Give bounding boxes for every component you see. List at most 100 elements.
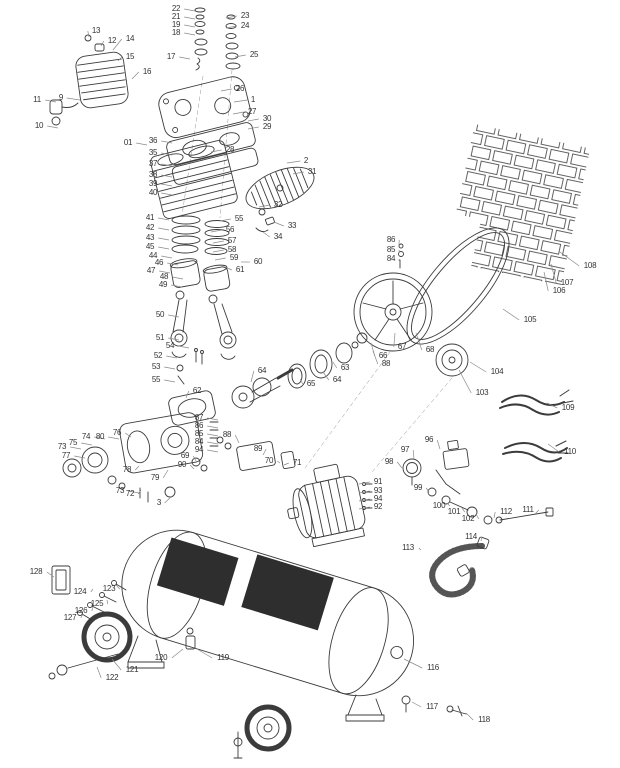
part-callout-57: 57 [227,236,237,245]
part-callout-76: 76 [112,428,122,437]
part-callout-47: 47 [146,266,156,275]
part-callout-43: 43 [145,233,155,242]
part-callout-124: 124 [73,587,87,596]
part-callout-71: 71 [292,458,302,467]
part-callout-105: 105 [523,315,537,324]
part-callout-44: 44 [148,251,158,260]
bearings-seals [287,342,353,389]
part-callout-110: 110 [564,447,576,456]
part-callout-22: 22 [171,4,181,13]
part-callout-70: 70 [264,456,274,465]
wheel-hardware [48,580,127,680]
part-callout-92: 92 [373,502,383,511]
part-callout-34: 34 [273,232,283,241]
part-callout-77: 77 [61,451,71,460]
part-callout-61: 61 [235,265,245,274]
part-callout-32: 32 [273,200,283,209]
part-callout-39: 39 [148,179,158,188]
part-callout-49: 49 [158,280,168,289]
part-callout-88: 88 [222,430,232,439]
part-callout-63: 63 [340,363,350,372]
muffler-fittings [255,208,275,233]
part-callout-21: 21 [171,12,181,21]
part-callout-102: 102 [461,514,475,523]
part-callout-35: 35 [148,148,158,157]
part-callout-78: 78 [122,465,132,474]
part-callout-50: 50 [155,310,165,319]
air-tank [121,529,415,697]
part-callout-41: 41 [145,213,155,222]
part-callout-85: 85 [194,429,204,438]
discharge-hose [429,536,490,598]
part-callout-125: 125 [90,599,104,608]
part-callout-93: 93 [373,486,383,495]
part-callout-11: 11 [33,95,41,104]
part-callout-100: 100 [432,501,446,510]
check-valve-bottom [233,731,243,759]
belt-guard [455,123,591,286]
part-callout-114: 114 [465,532,477,541]
part-callout-58: 58 [227,245,237,254]
part-callout-106: 106 [552,286,566,295]
part-callout-87: 87 [194,413,204,422]
handle-bracket [51,565,71,595]
part-callout-94: 94 [194,445,204,454]
part-callout-94: 94 [373,494,383,503]
part-callout-90: 90 [177,460,187,469]
part-callout-97: 97 [400,445,410,454]
part-callout-122: 122 [105,673,119,682]
part-callout-18: 18 [171,28,181,37]
crankcase [119,412,204,474]
part-callout-103: 103 [475,388,489,397]
part-callout-60: 60 [253,257,263,266]
part-callout-25: 25 [249,50,259,59]
part-callout-86: 86 [194,421,204,430]
part-callout-72: 72 [125,489,135,498]
part-callout-111: 111 [522,505,534,514]
part-callout-126: 126 [74,606,88,615]
motor-pulley [435,343,469,377]
part-callout-30: 30 [262,114,272,123]
part-callout-27: 27 [247,107,257,116]
part-callout-123: 123 [102,584,116,593]
part-callout-38: 38 [148,170,158,179]
part-callout-10: 10 [34,121,44,130]
part-callout-88: 88 [381,359,391,368]
part-callout-117: 117 [426,702,438,711]
part-callout-55: 55 [151,375,161,384]
part-callout-66: 66 [378,351,388,360]
part-callout-112: 112 [500,507,512,516]
part-callout-40: 40 [148,188,158,197]
part-callout-68: 68 [425,345,435,354]
part-callout-59: 59 [229,253,239,262]
rod-hardware [176,364,185,385]
part-callout-74: 74 [81,432,91,441]
part-callout-65: 65 [306,379,316,388]
part-callout-17: 17 [166,52,176,61]
part-callout-80: 80 [95,432,105,441]
part-callout-62: 62 [192,386,202,395]
part-callout-46: 46 [154,258,164,267]
part-callout-33: 33 [287,221,297,230]
front-wheel [81,611,133,663]
part-callout-98: 98 [384,457,394,466]
part-callout-48: 48 [159,272,169,281]
part-callout-19: 19 [171,20,181,29]
flywheel [351,272,433,352]
part-callout-96: 96 [424,435,434,444]
part-callout-31: 31 [307,167,317,176]
part-callout-118: 118 [478,715,490,724]
part-callout-64: 64 [332,375,342,384]
part-callout-101: 101 [447,507,461,516]
part-callout-45: 45 [145,242,155,251]
part-callout-9: 9 [58,93,64,102]
part-callout-64: 64 [257,366,267,375]
part-callout-121: 121 [125,665,139,674]
part-callout-108: 108 [583,261,597,270]
part-callout-29: 29 [262,122,272,131]
part-callout-79: 79 [150,473,160,482]
part-callout-75: 75 [68,438,78,447]
